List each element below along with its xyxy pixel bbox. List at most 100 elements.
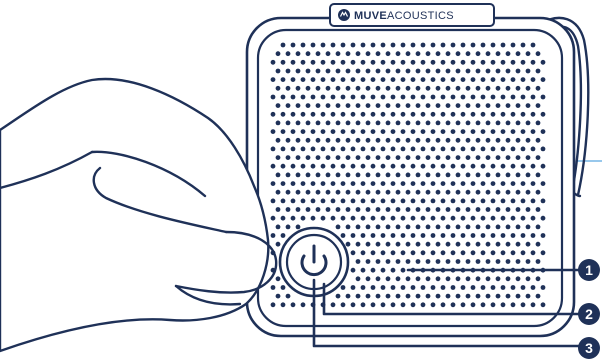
callout-2-number: 2 xyxy=(585,306,593,322)
grille-hole xyxy=(460,233,466,238)
grille-hole xyxy=(520,42,526,48)
grille-hole xyxy=(460,59,466,65)
grille-hole xyxy=(385,207,391,212)
grille-hole xyxy=(330,94,336,100)
grille-hole xyxy=(340,42,346,48)
grille-hole xyxy=(430,181,436,187)
grille-hole xyxy=(345,51,351,57)
grille-hole xyxy=(470,111,476,117)
grille-hole xyxy=(370,77,376,82)
grille-hole xyxy=(300,163,306,169)
grille-hole xyxy=(430,250,436,256)
grille-hole xyxy=(410,233,416,238)
grille-hole xyxy=(440,163,446,169)
grille-hole xyxy=(465,120,471,126)
grille-hole xyxy=(455,85,461,91)
grille-hole xyxy=(280,129,286,135)
grille-hole xyxy=(425,172,431,178)
grille-hole xyxy=(480,42,486,48)
grille-hole xyxy=(305,120,311,126)
grille-hole xyxy=(445,155,451,161)
grille-hole xyxy=(435,293,441,299)
grille-hole xyxy=(300,198,306,204)
grille-hole xyxy=(315,172,321,178)
power-button-icon xyxy=(300,244,328,277)
grille-hole xyxy=(490,233,496,238)
callout-2: 2 xyxy=(578,303,600,325)
grille-hole xyxy=(465,293,471,299)
grille-hole xyxy=(505,276,511,282)
grille-hole xyxy=(510,42,516,48)
grille-hole xyxy=(300,111,306,117)
grille-hole xyxy=(445,241,451,247)
grille-hole xyxy=(320,94,326,100)
grille-hole xyxy=(395,155,401,161)
grille-hole xyxy=(480,94,486,100)
grille-hole xyxy=(420,111,426,117)
grille-hole xyxy=(410,42,416,48)
speaker-grille xyxy=(270,42,546,308)
grille-hole xyxy=(365,68,371,74)
grille-hole xyxy=(320,42,326,48)
grille-hole xyxy=(295,189,301,195)
grille-hole xyxy=(440,233,446,238)
grille-hole xyxy=(400,181,406,187)
grille-hole xyxy=(465,172,471,178)
grille-hole xyxy=(390,129,396,135)
grille-hole xyxy=(415,155,421,161)
grille-hole xyxy=(440,198,446,204)
grille-hole xyxy=(490,59,496,65)
grille-hole xyxy=(330,181,336,187)
grille-hole xyxy=(290,146,296,152)
grille-hole xyxy=(390,181,396,187)
brand-name-regular: ACOUSTICS xyxy=(387,10,454,22)
grille-hole xyxy=(350,77,356,82)
grille-hole xyxy=(325,120,331,126)
grille-hole xyxy=(425,189,431,195)
grille-hole xyxy=(275,51,281,57)
grille-hole xyxy=(370,233,376,238)
grille-hole xyxy=(340,181,346,187)
grille-hole xyxy=(425,137,431,143)
grille-hole xyxy=(370,111,376,117)
grille-hole xyxy=(520,94,526,100)
power-button[interactable] xyxy=(278,226,350,298)
grille-hole xyxy=(355,155,361,161)
grille-hole xyxy=(420,302,426,308)
grille-hole xyxy=(410,146,416,152)
grille-hole xyxy=(455,155,461,161)
grille-hole xyxy=(365,103,371,108)
grille-hole xyxy=(330,198,336,204)
grille-hole xyxy=(405,103,411,108)
grille-hole xyxy=(380,111,386,117)
grille-hole xyxy=(485,120,491,126)
grille-hole xyxy=(450,233,456,238)
grille-hole xyxy=(530,181,536,187)
grille-hole xyxy=(305,189,311,195)
grille-hole xyxy=(380,129,386,135)
grille-hole xyxy=(520,111,526,117)
grille-hole xyxy=(530,59,536,65)
grille-hole xyxy=(420,198,426,204)
grille-hole xyxy=(360,250,366,256)
grille-hole xyxy=(400,111,406,117)
grille-hole xyxy=(270,215,276,221)
callout-3: 3 xyxy=(578,337,600,359)
grille-hole xyxy=(525,103,531,108)
grille-hole xyxy=(475,276,481,282)
grille-hole xyxy=(335,68,341,74)
grille-hole xyxy=(330,302,336,308)
grille-hole xyxy=(295,120,301,126)
grille-hole xyxy=(410,181,416,187)
grille-hole xyxy=(480,285,486,290)
grille-hole xyxy=(345,68,351,74)
grille-hole xyxy=(355,224,361,230)
grille-hole xyxy=(275,155,281,161)
grille-hole xyxy=(380,267,386,273)
grille-hole xyxy=(510,77,516,82)
grille-hole xyxy=(295,51,301,57)
grille-hole xyxy=(540,285,546,290)
grille-hole xyxy=(335,207,341,212)
grille-hole xyxy=(280,94,286,100)
grille-hole xyxy=(475,224,481,230)
